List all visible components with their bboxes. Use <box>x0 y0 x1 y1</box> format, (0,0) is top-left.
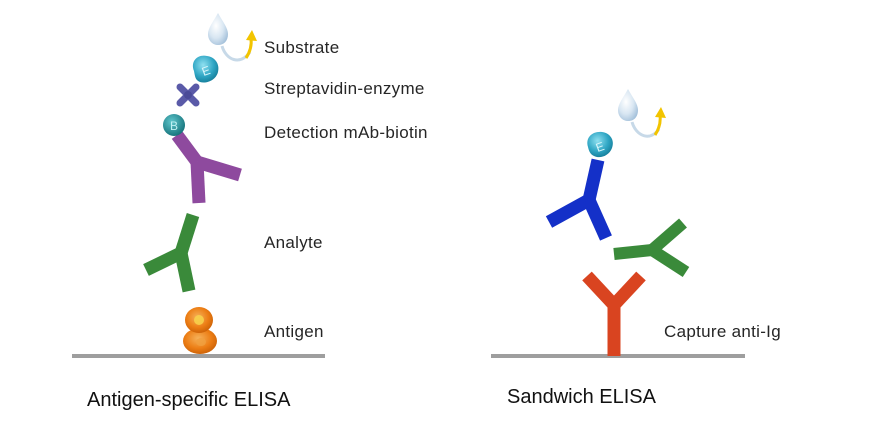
label-antigen: Antigen <box>264 322 324 341</box>
label-streptavidin-enzyme: Streptavidin-enzyme <box>264 79 425 98</box>
label-capture-anti-ig: Capture anti-Ig <box>664 322 781 341</box>
biotin-letter: B <box>170 119 178 133</box>
antigen-icon <box>183 307 217 354</box>
label-detection-mab-biotin: Detection mAb-biotin <box>264 123 428 142</box>
substrate-icon-right <box>618 89 666 138</box>
enzyme-icon-left: E <box>192 55 219 83</box>
capture-antibody-icon <box>582 271 646 356</box>
biotin-badge-icon: B <box>163 114 185 136</box>
substrate-icon-left <box>208 13 257 62</box>
label-analyte: Analyte <box>264 233 323 252</box>
enzyme-icon-right: E <box>587 131 613 158</box>
streptavidin-cross-icon <box>176 83 200 107</box>
caption-antigen-specific-elisa: Antigen-specific ELISA <box>87 389 291 411</box>
label-substrate: Substrate <box>264 38 340 57</box>
sandwich-analyte-antibody-icon <box>613 218 690 278</box>
sandwich-detection-antibody-icon <box>545 158 612 241</box>
analyte-antibody-icon <box>143 213 200 293</box>
caption-sandwich-elisa: Sandwich ELISA <box>507 386 656 408</box>
detection-antibody-icon <box>171 131 242 204</box>
